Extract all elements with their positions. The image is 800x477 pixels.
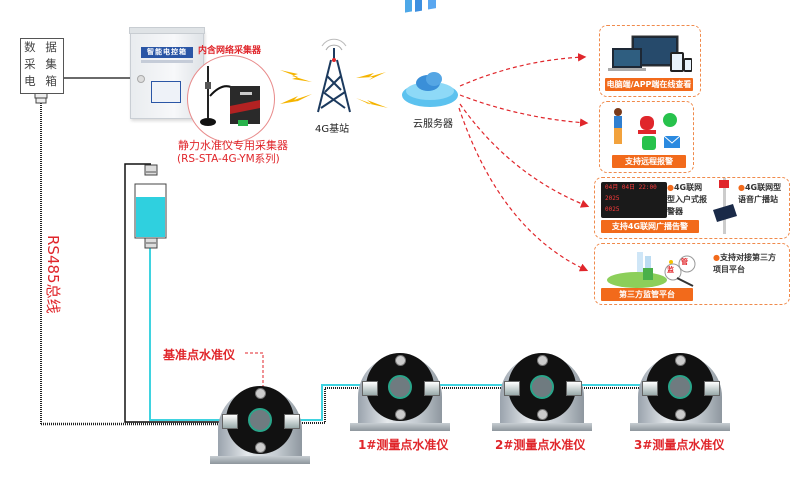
cabinet-top <box>129 27 205 34</box>
broadcast-station-icon <box>713 178 737 234</box>
bolt-icon <box>537 409 548 420</box>
port-icon <box>362 381 378 396</box>
bullet-third-party: ●支持对接第三方项目平台 <box>713 253 776 274</box>
bullet-home-alarm-text: 4G联网型入户式报警器 <box>667 183 707 216</box>
level-gauge-1 <box>350 345 450 433</box>
bolt-icon <box>675 355 686 366</box>
water-tube-ref <box>149 245 232 421</box>
display-row-2: 2025 <box>605 195 620 202</box>
gauge-center <box>388 375 412 399</box>
ref-label-leader <box>245 352 264 392</box>
arrow-to-panel-2 <box>459 94 589 127</box>
data-box-line: 电 箱 <box>24 74 60 88</box>
gauge-foot <box>350 423 450 431</box>
collector-name-line2: (RS-STA-4G-YM系列) <box>177 153 280 165</box>
panel-online-view: 电脑端/APP端在线查看 <box>599 25 701 97</box>
panel-remote-alarm: 支持远程报警 <box>599 101 694 173</box>
gauge-center <box>248 408 272 432</box>
port-icon <box>642 381 658 396</box>
signal-bolt-icon <box>280 70 388 108</box>
cabinet-badge: 智能电控箱 <box>141 47 193 58</box>
data-box-line: 采 集 <box>24 57 60 71</box>
level-gauge-reference <box>210 378 310 466</box>
panel-4g-broadcast: 04月 04日 22:00 2025 0025 ●4G联网型入户式报警器 ●4G… <box>594 177 790 239</box>
port-icon <box>222 414 238 429</box>
gauge-center <box>530 375 554 399</box>
data-box-line: 数 据 <box>24 40 60 54</box>
alarm-icons <box>614 108 681 150</box>
panel-4g-broadcast-tag: 支持4G联网广播告警 <box>601 220 699 233</box>
collector-top-label: 内含网络采集器 <box>198 46 262 56</box>
rs485-bus-label-wrap: RS485总线 <box>44 235 68 345</box>
arrow-to-panel-3 <box>459 103 590 208</box>
cabinet-window-icon <box>151 81 181 103</box>
cabinet-subtitle-bar <box>141 60 193 63</box>
cloud-label: 云服务器 <box>413 119 453 130</box>
port-icon <box>284 414 300 429</box>
collector-device-icon <box>200 66 260 126</box>
data-collection-box: 数 据 采 集 电 箱 <box>20 38 64 94</box>
level-gauge-2 <box>492 345 592 433</box>
bolt-icon <box>395 355 406 366</box>
port-icon <box>566 381 582 396</box>
arrow-to-panel-4 <box>458 107 589 272</box>
devices-icon <box>608 35 692 72</box>
cloud-server-icon <box>402 0 458 107</box>
bullet-home-alarm: ●4G联网型入户式报警器 <box>667 183 707 216</box>
panel-online-view-tag: 电脑端/APP端在线查看 <box>605 78 693 91</box>
bolt-icon <box>255 442 266 453</box>
level-label-2: 2#测量点水准仪 <box>495 438 586 452</box>
panel-third-party: 监 管 ●支持对接第三方项目平台 第三方监管平台 <box>594 243 790 305</box>
port-icon <box>424 381 440 396</box>
port-icon <box>504 381 520 396</box>
gauge-foot <box>210 456 310 464</box>
cabinet-lock-icon <box>137 75 145 83</box>
cable-gland-icon <box>34 92 48 104</box>
level-label-3: 3#测量点水准仪 <box>634 438 725 452</box>
level-gauge-3 <box>630 345 730 433</box>
port-icon <box>704 381 720 396</box>
bolt-icon <box>537 355 548 366</box>
city-illustration-icon <box>607 252 696 288</box>
tower-label: 4G基站 <box>315 124 350 135</box>
bolt-icon <box>395 409 406 420</box>
panel-third-party-tag: 第三方监管平台 <box>601 288 693 301</box>
water-reservoir-icon <box>134 164 167 249</box>
display-row-datetime: 04月 04日 22:00 <box>605 184 657 191</box>
tube-ref-to-1 <box>290 384 370 421</box>
cable-ref-to-1 <box>290 387 370 424</box>
arrow-to-panel-1 <box>459 53 587 87</box>
level-label-reference: 基准点水准仪 <box>163 348 236 362</box>
rs485-bus-label: RS485总线 <box>44 235 62 314</box>
gauge-foot <box>630 423 730 431</box>
cell-tower-icon <box>317 38 351 113</box>
gauge-foot <box>492 423 592 431</box>
seal-supervise-2: 管 <box>681 258 688 266</box>
bullet-third-party-text: 支持对接第三方项目平台 <box>713 253 776 274</box>
collector-name-line1: 静力水准仪专用采集器 <box>178 139 288 152</box>
bullet-voice-station: ●4G联网型语音广播站 <box>738 183 782 204</box>
level-label-1: 1#测量点水准仪 <box>358 438 449 452</box>
display-row-3: 0025 <box>605 206 620 213</box>
panel-remote-alarm-tag: 支持远程报警 <box>612 155 686 168</box>
seal-supervise-1: 监 <box>667 266 674 274</box>
bullet-voice-station-text: 4G联网型语音广播站 <box>738 183 782 204</box>
bolt-icon <box>255 388 266 399</box>
alarm-display: 04月 04日 22:00 2025 0025 <box>601 182 667 218</box>
reservoir-signal-wire <box>124 163 230 423</box>
bolt-icon <box>675 409 686 420</box>
collector-callout <box>187 55 275 143</box>
gauge-center <box>668 375 692 399</box>
